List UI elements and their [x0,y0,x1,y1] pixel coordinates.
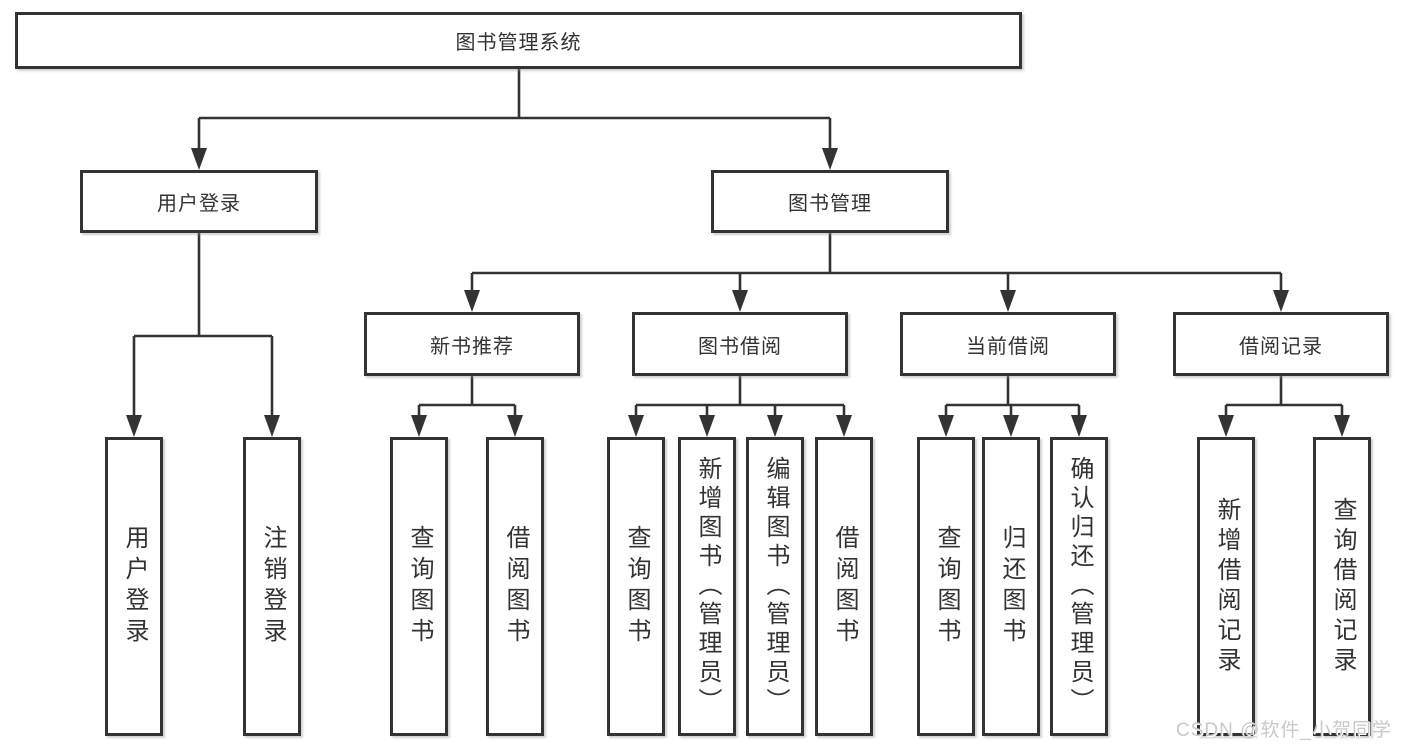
leaf-logout-label: 注销登录 [259,524,286,649]
arrow-icon [1071,415,1087,437]
leaf-borrow-edit-label: 编辑图书（管理员） [762,456,789,717]
node-new-book-recommend-label: 新书推荐 [430,335,514,358]
node-user-login-label: 用户登录 [157,193,241,215]
arrow-icon [464,290,480,312]
arrow-icon [126,415,142,437]
node-root-label: 图书管理系统 [455,32,582,54]
csdn-watermark: CSDN @软件_小贺同学 [1176,720,1392,741]
arrow-icon [191,148,207,170]
arrow-icon [732,290,748,312]
leaf-borrow-add: 新增图书（管理员） [678,437,736,736]
arrow-icon [411,415,427,437]
leaf-records-add: 新增借阅记录 [1197,437,1255,736]
leaf-records-add-label: 新增借阅记录 [1213,496,1240,677]
arrow-icon [836,415,852,437]
leaf-current-return: 归还图书 [982,437,1040,736]
leaf-newbook-query-label: 查询图书 [406,524,433,649]
node-borrow-records-label: 借阅记录 [1239,335,1323,358]
leaf-user-login: 用户登录 [105,437,163,736]
leaf-records-query: 查询借阅记录 [1313,437,1371,736]
node-book-management: 图书管理 [711,170,949,233]
leaf-newbook-borrow-label: 借阅图书 [502,524,529,649]
leaf-logout: 注销登录 [243,437,301,736]
arrow-icon [767,415,783,437]
node-current-borrow-label: 当前借阅 [966,335,1050,358]
node-root: 图书管理系统 [15,12,1022,69]
leaf-current-return-label: 归还图书 [998,524,1025,649]
leaf-borrow-query-label: 查询图书 [623,524,650,649]
arrow-icon [822,148,838,170]
leaf-current-confirm: 确认归还（管理员） [1050,437,1108,736]
arrow-icon [507,415,523,437]
leaf-current-query: 查询图书 [917,437,975,736]
leaf-current-query-label: 查询图书 [933,524,960,649]
leaf-current-confirm-label: 确认归还（管理员） [1066,456,1093,717]
leaf-borrow-add-label: 新增图书（管理员） [694,456,721,717]
arrow-icon [264,415,280,437]
arrow-icon [1334,415,1350,437]
arrow-icon [699,415,715,437]
node-book-management-label: 图书管理 [788,193,872,215]
node-book-borrow: 图书借阅 [632,312,848,376]
leaf-newbook-borrow: 借阅图书 [486,437,544,736]
arrow-icon [1273,290,1289,312]
node-borrow-records: 借阅记录 [1173,312,1389,376]
leaf-user-login-label: 用户登录 [121,524,148,649]
leaf-borrow-query: 查询图书 [607,437,665,736]
node-user-login: 用户登录 [80,170,318,233]
node-current-borrow: 当前借阅 [900,312,1116,376]
arrow-icon [1000,290,1016,312]
arrowheads [126,148,1350,437]
leaf-borrow-borrow: 借阅图书 [815,437,873,736]
node-book-borrow-label: 图书借阅 [698,335,782,358]
arrow-icon [628,415,644,437]
leaf-borrow-edit: 编辑图书（管理员） [746,437,804,736]
arrow-icon [1003,415,1019,437]
connector-strokes [132,69,1344,417]
arrow-icon [938,415,954,437]
leaf-borrow-borrow-label: 借阅图书 [831,524,858,649]
leaf-newbook-query: 查询图书 [390,437,448,736]
leaf-records-query-label: 查询借阅记录 [1329,496,1356,677]
node-new-book-recommend: 新书推荐 [364,312,580,376]
arrow-icon [1218,415,1234,437]
